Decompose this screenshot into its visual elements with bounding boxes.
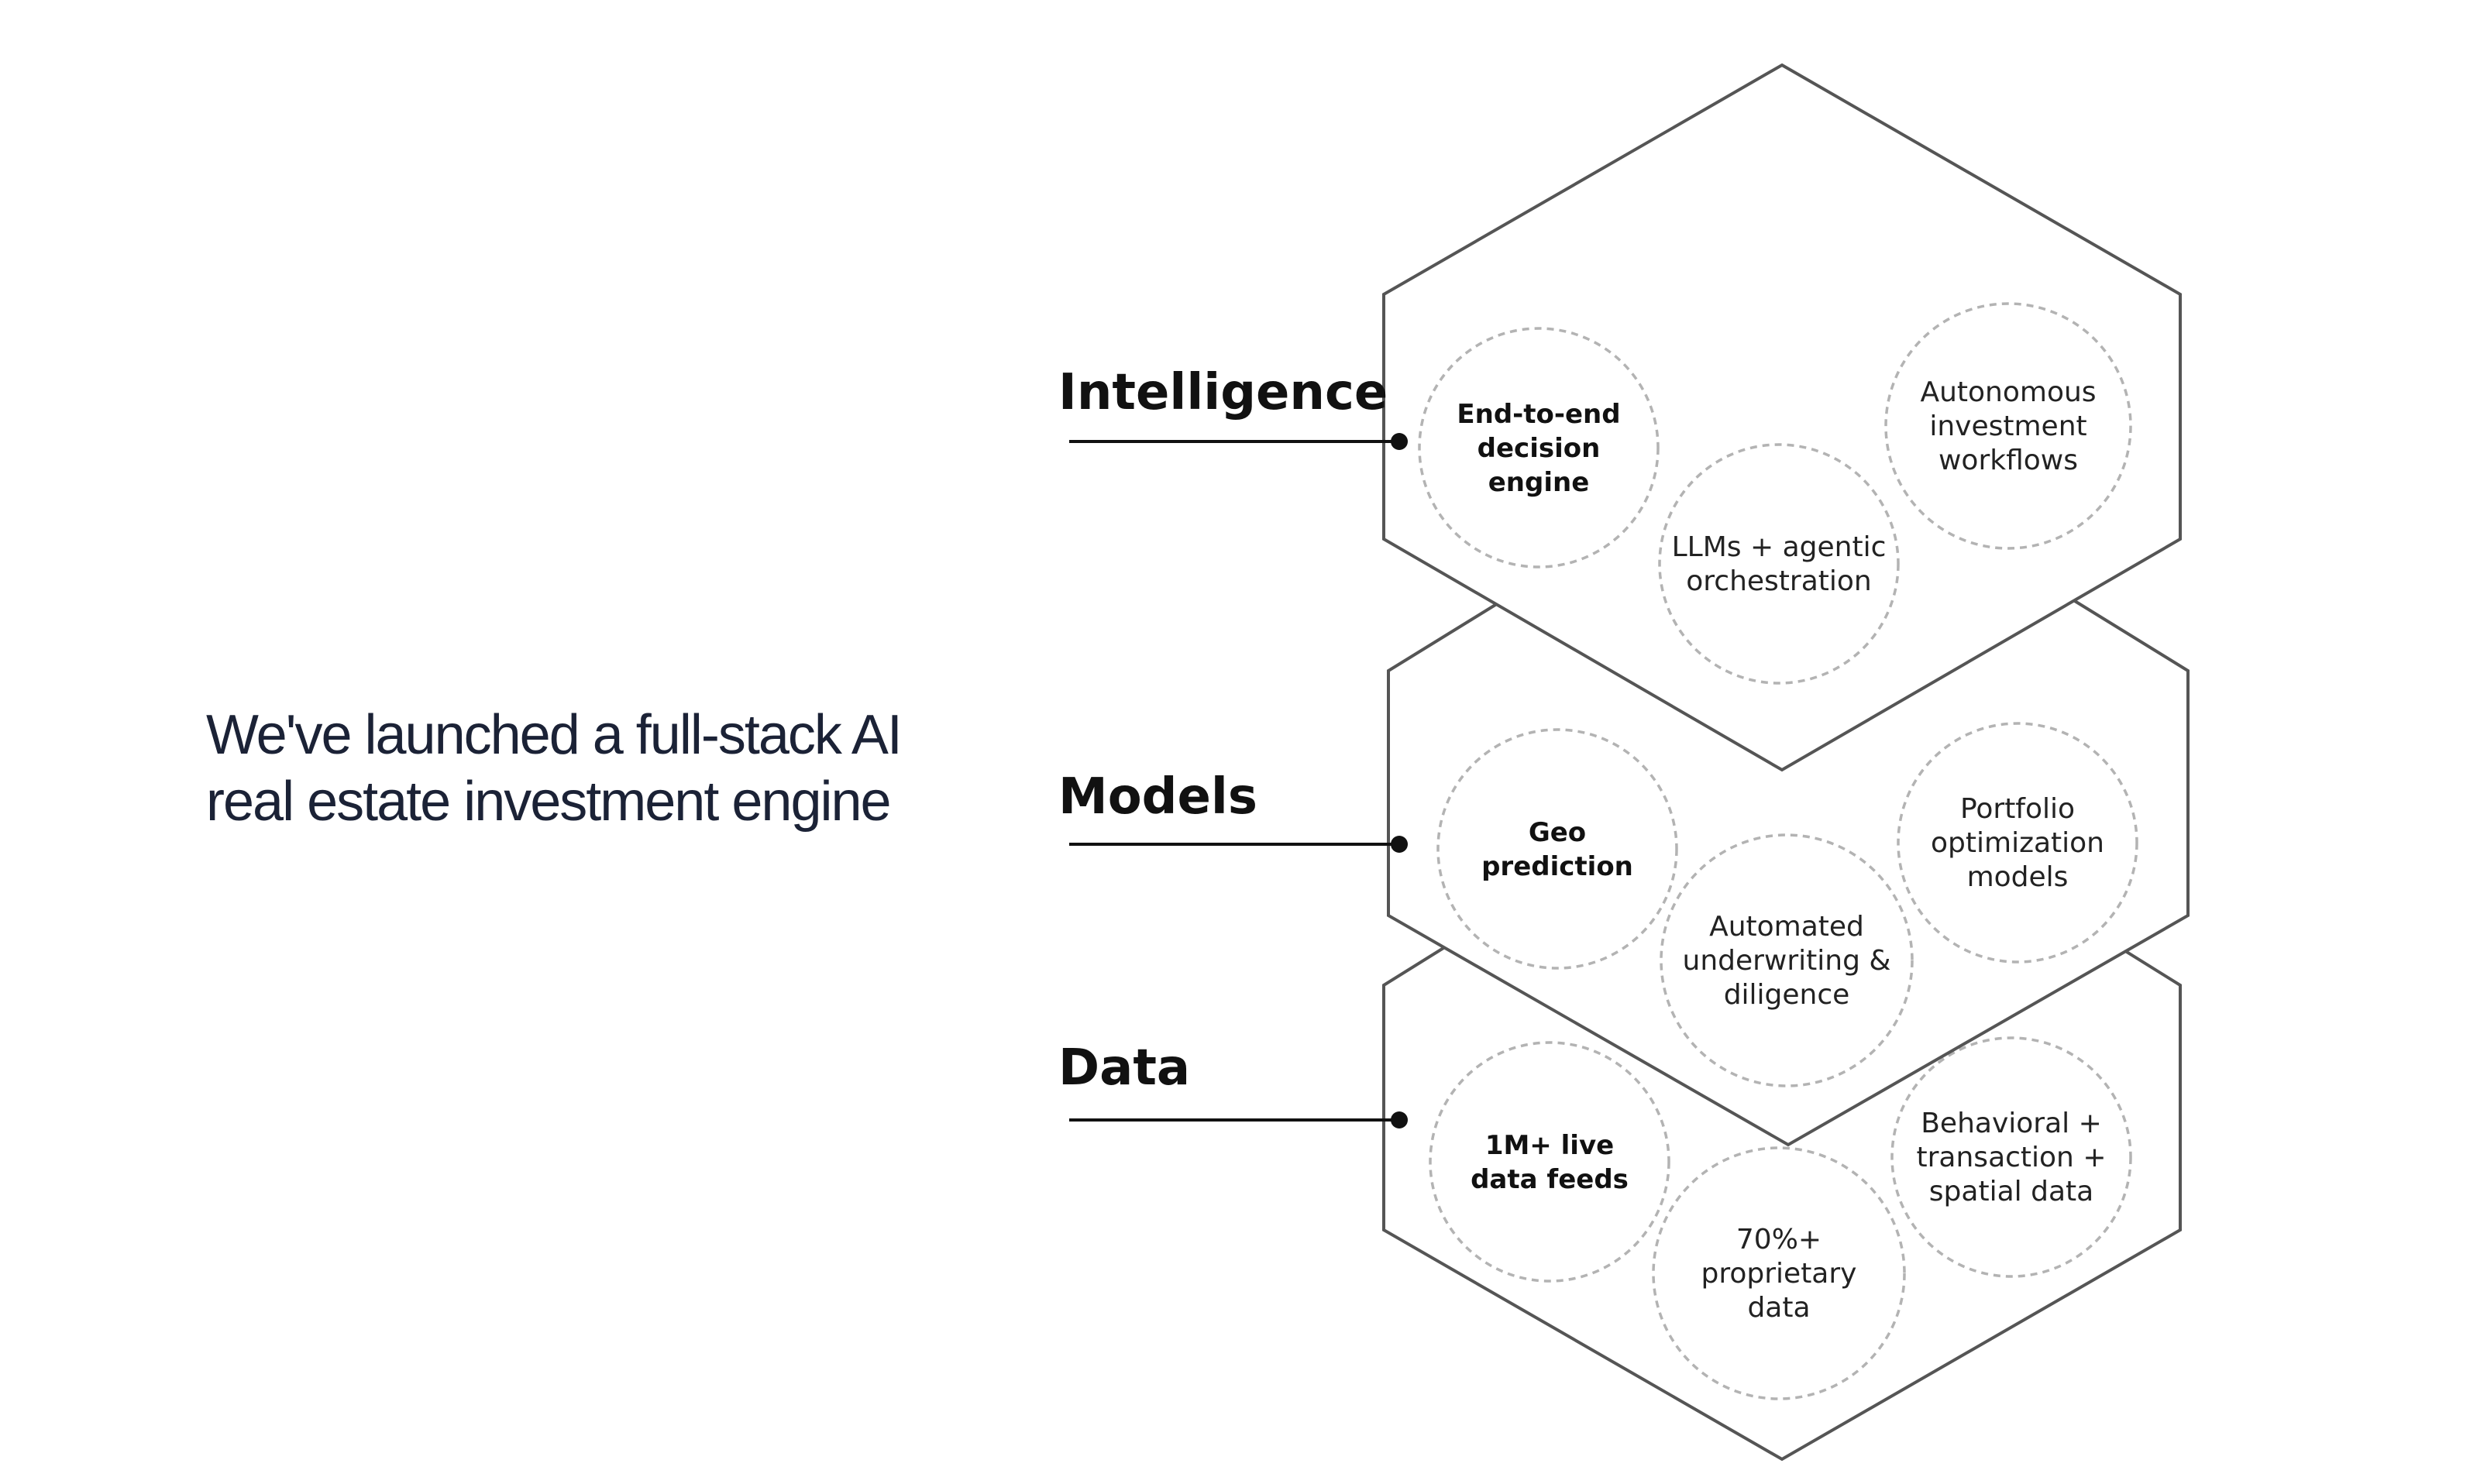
bubble-label-line: investment (1929, 411, 2086, 442)
bubble-label-line: transaction + (1917, 1142, 2107, 1173)
bubble-label-line: data feeds (1471, 1164, 1629, 1195)
bubble-label-line: Portfolio (1960, 793, 2075, 825)
bubble-label-line: spatial data (1929, 1176, 2093, 1207)
layer-title-data: Data (1058, 1039, 1190, 1097)
bubble-outline (1658, 443, 1900, 685)
bubble-label-line: prediction (1481, 851, 1633, 882)
bubble-label-line: 1M+ live (1485, 1130, 1614, 1161)
bubble-label-line: diligence (1724, 979, 1850, 1011)
bubble-outline (1660, 833, 1914, 1087)
bubble-label-line: data (1747, 1292, 1810, 1324)
connector-dot-models (1391, 836, 1408, 853)
layer-title-models: Models (1058, 768, 1257, 826)
bubble-label-line: underwriting & (1683, 945, 1891, 977)
bubble-label-line: LLMs + agentic (1672, 531, 1887, 563)
layer-title-intelligence: Intelligence (1058, 364, 1388, 421)
bubble-label-line: Autonomous (1920, 376, 2096, 408)
bubble-label-line: engine (1488, 467, 1590, 498)
bubble-outline (1890, 1036, 2132, 1278)
bubble-outline (1652, 1146, 1906, 1400)
headline: We've launched a full-stack AI real esta… (206, 702, 1058, 835)
bubble-outline (1429, 1041, 1670, 1283)
bubble-outline (1897, 722, 2138, 964)
bubble-label-line: optimization (1931, 827, 2104, 859)
bubble-label-line: decision (1478, 433, 1601, 464)
bubble-label-line: End-to-end (1457, 399, 1620, 430)
bubble-label-line: proprietary (1701, 1258, 1857, 1290)
bubble-label-line: Behavioral + (1921, 1108, 2102, 1139)
bubble-outline (1884, 302, 2132, 550)
connector-dot-data (1391, 1111, 1408, 1128)
bubble-label-line: 70%+ (1736, 1224, 1822, 1256)
headline-line-2: real estate investment engine (206, 771, 892, 833)
bubble-data-3: Behavioral +transaction +spatial data (1890, 1036, 2132, 1278)
connector-dot-intelligence (1391, 433, 1408, 450)
bubble-outline (1436, 728, 1678, 970)
bubble-label-line: Automated (1709, 911, 1864, 943)
bubble-label-line: orchestration (1686, 565, 1871, 597)
hexagon-intelligence (1382, 63, 2182, 772)
bubble-label-line: Geo (1529, 817, 1586, 848)
bubble-label-line: workflows (1939, 445, 2078, 476)
headline-line-1: We've launched a full-stack AI (206, 704, 903, 766)
bubble-outline (1418, 327, 1660, 569)
bubble-label-line: models (1967, 861, 2069, 893)
